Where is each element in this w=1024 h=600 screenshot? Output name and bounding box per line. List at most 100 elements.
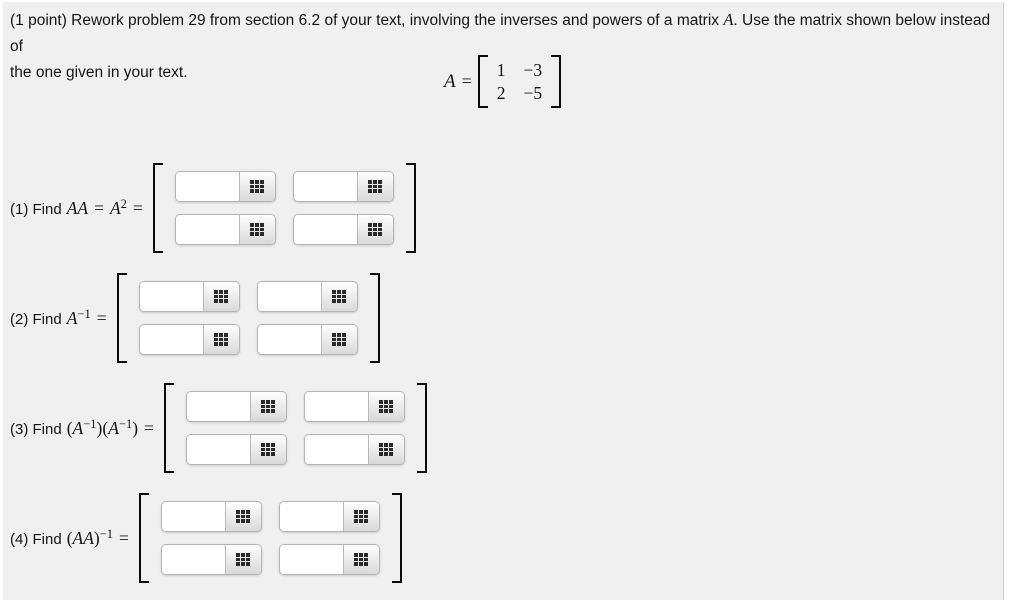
equation-editor-button[interactable] <box>356 172 393 201</box>
matrix-cell <box>256 281 358 312</box>
matrix-value: 2 <box>496 83 506 103</box>
equation-editor-button[interactable] <box>224 502 261 531</box>
equation-editor-grid-icon <box>236 510 251 523</box>
math-paren: )( <box>96 418 109 438</box>
matrix-cell-input[interactable] <box>175 172 239 201</box>
math-sup: −1 <box>118 417 133 431</box>
matrix-cell-input[interactable] <box>257 282 321 311</box>
matrix-bracket-right <box>405 163 416 253</box>
matrix-bracket-left <box>163 383 174 473</box>
matrix-cell-input[interactable] <box>161 545 225 574</box>
matrix-cell-input[interactable] <box>139 325 203 354</box>
math-op: = <box>96 308 107 328</box>
equation-editor-grid-icon <box>379 443 394 456</box>
equation-editor-button[interactable] <box>367 435 404 464</box>
equation-editor-grid-icon <box>261 400 276 413</box>
matrix-bracket-right <box>551 55 562 108</box>
answer-matrix-grid <box>185 391 405 465</box>
answer-matrix <box>163 383 427 473</box>
math-sup: 2 <box>120 197 127 211</box>
matrix-bracket-right <box>369 273 380 363</box>
equation-editor-grid-icon <box>332 290 347 303</box>
math-var: A <box>108 418 119 438</box>
matrix-cell <box>138 281 240 312</box>
question-expression: (A−1)(A−1)= <box>66 417 160 438</box>
matrix-value: −5 <box>523 83 543 103</box>
equation-editor-grid-icon <box>214 333 229 346</box>
question-label: (3) Find(A−1)(A−1)= <box>10 417 160 439</box>
equation-editor-button[interactable] <box>342 545 379 574</box>
matrix-cell-input[interactable] <box>175 215 239 244</box>
equation-editor-button[interactable] <box>202 325 239 354</box>
matrix-cell-input[interactable] <box>279 502 343 531</box>
matrix-bracket-left <box>138 493 149 583</box>
matrix-cell <box>138 324 240 355</box>
matrix-a-bracketed: 1 −3 2 −5 <box>477 55 562 108</box>
equation-editor-button[interactable] <box>320 282 357 311</box>
answer-matrix <box>138 493 402 583</box>
matrix-cell-input[interactable] <box>139 282 203 311</box>
matrix-cell-input[interactable] <box>304 435 368 464</box>
math-op: = <box>132 198 143 218</box>
equation-editor-button[interactable] <box>356 215 393 244</box>
math-paren: ( <box>66 418 73 438</box>
math-sup: −1 <box>83 417 97 431</box>
equation-editor-grid-icon <box>368 180 383 193</box>
matrix-cell <box>256 324 358 355</box>
math-paren: ( <box>66 528 73 548</box>
matrix-cell-input[interactable] <box>186 392 250 421</box>
matrix-cell-input[interactable] <box>304 392 368 421</box>
equation-editor-button[interactable] <box>238 215 275 244</box>
equation-editor-button[interactable] <box>238 172 275 201</box>
matrix-cell-input[interactable] <box>279 545 343 574</box>
matrix-cell-input[interactable] <box>293 215 357 244</box>
matrix-variable: A <box>723 10 734 29</box>
equals-sign: = <box>461 71 472 91</box>
question-label: (4) Find(AA)−1= <box>10 527 135 549</box>
matrix-cell <box>185 391 287 422</box>
equation-editor-button[interactable] <box>202 282 239 311</box>
math-sup: −1 <box>77 307 91 321</box>
matrix-cell <box>303 391 405 422</box>
equation-editor-grid-icon <box>332 333 347 346</box>
equation-editor-button[interactable] <box>249 435 286 464</box>
math-op: = <box>144 418 154 438</box>
equation-editor-button[interactable] <box>367 392 404 421</box>
matrix-value: 1 <box>496 60 506 80</box>
answer-matrix-grid <box>138 281 358 355</box>
equation-editor-button[interactable] <box>224 545 261 574</box>
matrix-cell-input[interactable] <box>293 172 357 201</box>
matrix-cell-input[interactable] <box>257 325 321 354</box>
math-op: = <box>94 198 104 218</box>
math-paren: ) <box>93 528 100 548</box>
matrix-cell <box>174 171 276 202</box>
math-var: AA <box>72 528 94 548</box>
math-var: A <box>72 418 84 438</box>
math-var: A <box>109 198 121 218</box>
equation-editor-button[interactable] <box>249 392 286 421</box>
matrix-a-values: 1 −3 2 −5 <box>497 60 542 103</box>
matrix-bracket-left <box>116 273 127 363</box>
matrix-cell <box>160 544 262 575</box>
math-sup: −1 <box>99 527 114 541</box>
matrix-cell-input[interactable] <box>186 435 250 464</box>
question-expression: (AA)−1= <box>66 527 135 548</box>
answer-matrix <box>152 163 416 253</box>
answer-matrix <box>116 273 380 363</box>
equation-editor-button[interactable] <box>342 502 379 531</box>
equation-editor-grid-icon <box>250 223 265 236</box>
question-expression: A−1= <box>67 307 113 328</box>
equation-editor-grid-icon <box>214 290 229 303</box>
matrix-cell <box>174 214 276 245</box>
matrix-cell <box>292 214 394 245</box>
statement-text: . Use the matrix shown below instead of <box>10 12 991 55</box>
matrix-cell <box>160 501 262 532</box>
equation-editor-grid-icon <box>354 553 369 566</box>
equation-editor-button[interactable] <box>320 325 357 354</box>
matrix-cell-input[interactable] <box>161 502 225 531</box>
equation-editor-grid-icon <box>261 443 276 456</box>
matrix-value: −3 <box>523 60 543 80</box>
